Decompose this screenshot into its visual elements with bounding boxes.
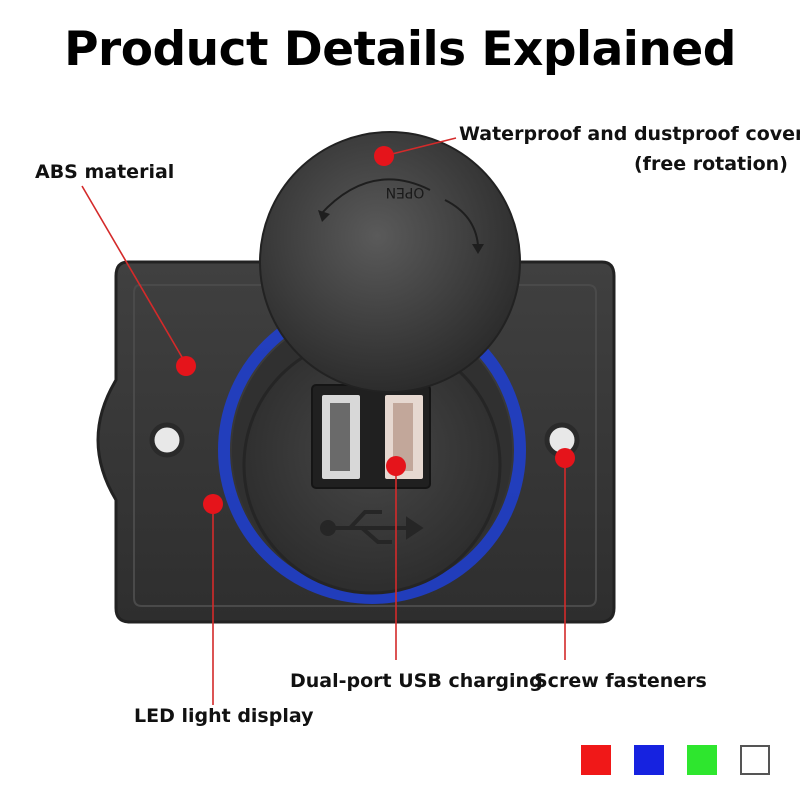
marker-screw (555, 448, 575, 468)
marker-abs (176, 356, 196, 376)
label-screw-fasteners: Screw fasteners (534, 670, 707, 692)
marker-cover (374, 146, 394, 166)
leader-line-cover (383, 137, 457, 157)
screw-hole-left (149, 422, 185, 458)
cover-open-text: OPEN (386, 184, 425, 200)
label-cover: Waterproof and dustproof cover (459, 123, 800, 145)
page-title: Product Details Explained (64, 22, 736, 77)
usb-ports (311, 384, 431, 489)
label-led-display: LED light display (134, 705, 314, 727)
color-swatch-green (687, 745, 717, 775)
leader-line-abs (81, 185, 187, 365)
color-swatch-blue (634, 745, 664, 775)
color-swatch-red (581, 745, 611, 775)
label-cover-rotation: (free rotation) (634, 153, 788, 175)
label-usb-charging: Dual-port USB charging (290, 670, 543, 692)
label-abs-material: ABS material (35, 161, 175, 183)
color-swatch-white (740, 745, 770, 775)
marker-led (203, 494, 223, 514)
cover-cap (259, 131, 521, 393)
usb-logo-icon (320, 510, 424, 544)
marker-usb (386, 456, 406, 476)
